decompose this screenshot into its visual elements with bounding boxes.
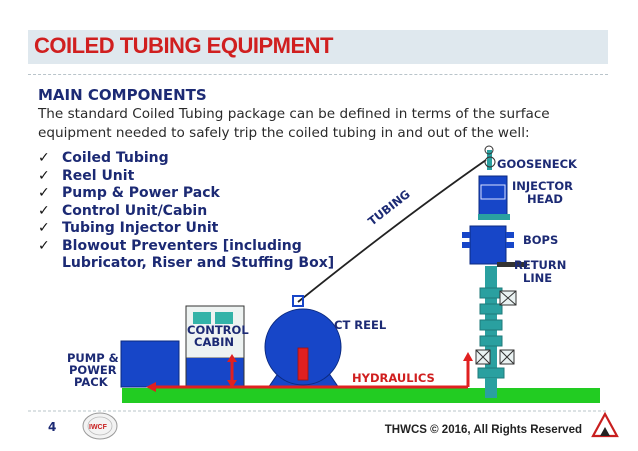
check-icon: ✓ bbox=[38, 202, 50, 219]
page-number: 4 bbox=[48, 420, 57, 434]
list-item: ✓Tubing Injector Unit bbox=[38, 220, 219, 236]
label-injector-head: INJECTOR bbox=[512, 179, 573, 193]
divider bbox=[28, 74, 608, 75]
check-icon: ✓ bbox=[38, 185, 50, 201]
label-gooseneck: GOOSENECK bbox=[497, 157, 578, 171]
check-icon: ✓ bbox=[38, 220, 50, 236]
control-cabin bbox=[185, 305, 245, 389]
label-pump-power-pack: PACK bbox=[74, 375, 109, 389]
check-icon: ✓ bbox=[38, 167, 50, 184]
label-return-line: RETURN bbox=[514, 258, 566, 272]
copyright: THWCS © 2016, All Rights Reserved bbox=[384, 424, 582, 436]
label-control-cabin: CONTROL bbox=[187, 323, 249, 337]
list-item: ✓Pump & Power Pack bbox=[38, 185, 220, 201]
check-icon: ✓ bbox=[38, 150, 50, 166]
triangle-logo bbox=[591, 411, 619, 438]
slide-title: COILED TUBING EQUIPMENT bbox=[34, 33, 333, 58]
components-list: ✓Coiled Tubing ✓Reel Unit ✓Pump & Power … bbox=[38, 150, 338, 273]
tubing-line bbox=[297, 159, 487, 303]
list-item: ✓Coiled Tubing bbox=[38, 150, 169, 166]
label-hydraulics: HYDRAULICS bbox=[352, 371, 435, 385]
hydraulics-lines bbox=[146, 352, 473, 392]
pump-power-pack bbox=[120, 340, 180, 388]
intro-paragraph: The standard Coiled Tubing package can b… bbox=[38, 106, 550, 141]
section-heading: MAIN COMPONENTS bbox=[38, 86, 207, 104]
wellhead-stack bbox=[462, 145, 527, 398]
iwcf-logo: IWCF bbox=[82, 412, 118, 440]
list-item: ✓Blowout Preventers [including Lubricato… bbox=[38, 237, 335, 272]
logo-text: IWCF bbox=[89, 424, 108, 431]
label-return-line: LINE bbox=[523, 271, 552, 285]
label-control-cabin: CABIN bbox=[194, 335, 234, 349]
label-bops: BOPS bbox=[523, 233, 558, 247]
label-tubing: TUBING bbox=[365, 187, 412, 228]
list-item: ✓Control Unit/Cabin bbox=[38, 202, 208, 219]
ct-reel bbox=[264, 308, 342, 389]
label-injector-head: HEAD bbox=[527, 192, 563, 206]
title-bar: COILED TUBING EQUIPMENT bbox=[28, 30, 608, 64]
level-wind bbox=[292, 295, 304, 307]
label-pump-power-pack: PUMP & bbox=[67, 351, 119, 365]
list-item: ✓Reel Unit bbox=[38, 167, 135, 184]
check-icon: ✓ bbox=[38, 237, 50, 254]
label-pump-power-pack: POWER bbox=[69, 363, 117, 377]
label-ct-reel: CT REEL bbox=[334, 318, 387, 332]
ground-strip bbox=[122, 388, 600, 403]
